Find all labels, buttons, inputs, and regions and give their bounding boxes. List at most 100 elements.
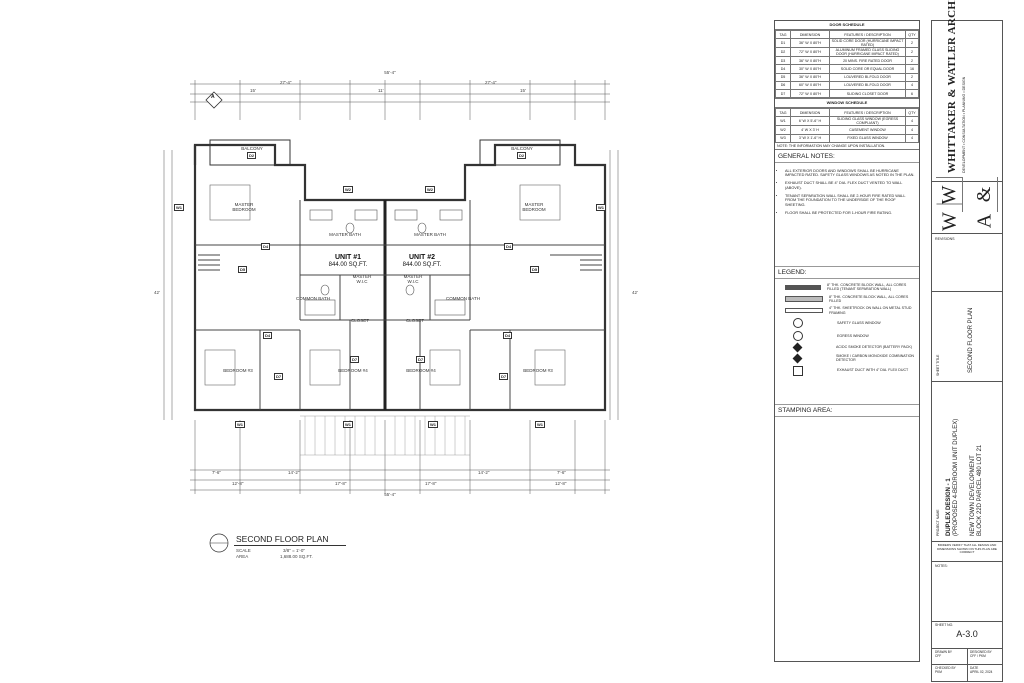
dim-bottom-f: 14'-2"	[478, 470, 490, 475]
cell: SLIDING CLOSET DOOR	[829, 88, 906, 99]
dim-top-b: 11'	[378, 88, 384, 93]
legend-item: EXHAUST DUCT WITH 4" DIA. FLEX DUCT	[785, 365, 915, 376]
general-notes-list: ALL EXTERIOR DOORS AND WINDOWS SHALL BE …	[785, 169, 915, 216]
general-notes-title: GENERAL NOTES:	[775, 150, 919, 163]
furniture	[204, 184, 566, 386]
ws-head-desc: FEATURES / DESCRIPTION	[829, 108, 906, 118]
ds-head-dim: DIMENSION	[790, 29, 830, 40]
list-item: TENANT SEPARATION WALL SHALL BE 2-HOUR F…	[785, 194, 915, 208]
dim-bottom-h: 7'-6"	[557, 470, 566, 475]
cell: D6	[775, 80, 791, 90]
legend-text: 4" THK. SHEETROCK ON WALL ON METAL STUD …	[829, 306, 912, 315]
cell: LOUVERED BI-FOLD DOOR	[829, 72, 906, 82]
designed-by-value: CFF / PKM	[970, 654, 986, 659]
door-schedule-title: DOOR SCHEDULE	[775, 21, 919, 30]
project-subtitle: (PROPOSED 4-BEDROOM UNIT DUPLEX)	[953, 418, 959, 536]
drawn-by-value: CFF	[935, 654, 942, 659]
unit1-area: 844.00 SQ.FT.	[328, 262, 368, 269]
unit2-name: UNIT #2	[408, 254, 436, 261]
cell: 16	[905, 64, 919, 74]
sheet-title: SECOND FLOOR PLAN	[968, 307, 974, 373]
list-item: FLOOR SHALL BE PROTECTED FOR 1-HOUR FIRE…	[785, 211, 915, 216]
wall-swatch-icon	[785, 284, 821, 290]
divider	[932, 541, 1002, 542]
tag-w1-f: W1	[596, 204, 606, 211]
balcony-right-label: BALCONY	[511, 146, 533, 151]
room-master-bath-right: MASTER BATH	[414, 232, 446, 237]
cell: 72" W X 80"H	[790, 47, 830, 58]
tag-d5-left: D5	[238, 266, 248, 273]
tag-w1-e: W1	[174, 204, 184, 211]
cell: 4' W X 3' H	[790, 125, 830, 135]
project-location: NEW TOWN DEVELOPMENT	[970, 455, 976, 536]
dim-bottom-e: 14'-2"	[288, 470, 300, 475]
sheet-number: A-3.0	[956, 629, 978, 639]
ds-head-desc: FEATURES / DESCRIPTION	[829, 29, 906, 40]
notes-panel: DOOR SCHEDULE TAG DIMENSION FEATURES / D…	[774, 20, 920, 662]
dim-bottom-a: 12'-8"	[232, 481, 244, 486]
tag-d2-right: D2	[517, 152, 527, 159]
cell: SLIDING GLASS WINDOW (EGRESS COMPLIANT)	[829, 116, 906, 127]
room-master-wic-left: MASTER W.I.C	[352, 274, 372, 285]
unit2-area: 844.00 SQ.FT.	[402, 262, 442, 269]
legend-text: 8" THK. CONCRETE BLOCK WALL, ALL CORES F…	[829, 294, 909, 303]
dim-bottom-c: 17'-8"	[425, 481, 437, 486]
room-master-bedroom-left: MASTER BEDROOM	[232, 202, 256, 213]
cell: CASEMENT WINDOW	[829, 125, 906, 135]
legend-item: SMOKE / CARBON MONOXIDE COMBINATION DETE…	[785, 353, 915, 364]
room-bedroom3-left: BEDROOM #3	[223, 368, 253, 373]
notes-label: NOTES:	[935, 564, 948, 568]
plan-scale-label: SCALE	[236, 548, 251, 553]
tag-d7-a: D7	[274, 373, 284, 380]
legend-text: AC/DC SMOKE DETECTOR (BATTERY PACK)	[836, 345, 912, 350]
drawn-by-label: DRAWN BY	[935, 650, 953, 654]
dim-top-left: 27'-4"	[280, 80, 292, 85]
tag-d7-c: D7	[350, 356, 360, 363]
revisions-label: REVISIONS	[935, 237, 955, 241]
cell: D3	[775, 56, 791, 66]
project-location-2: BLOCK 22D PARCEL 480 LOT 21	[977, 444, 983, 536]
dim-top-a: 15'	[250, 88, 256, 93]
designed-by-label: DESIGNED BY	[970, 650, 992, 654]
legend-item: EGRESS WINDOW	[785, 330, 915, 341]
ds-head-tag: TAG	[775, 29, 791, 40]
room-master-bedroom-right: MASTER BEDROOM	[522, 202, 546, 213]
cell: 4	[905, 116, 919, 127]
cell: 2	[905, 56, 919, 66]
firm-logo: W & W A	[932, 177, 1002, 239]
divider	[932, 561, 1002, 562]
list-item: EXHAUST DUCT SHALL BE 4" DIA. FLEX DUCT …	[785, 181, 915, 190]
floor-plan-drawing	[163, 80, 619, 494]
cell: D7	[775, 88, 791, 99]
balcony-left-label: BALCONY	[241, 146, 263, 151]
dimension-lines	[163, 80, 619, 494]
cell: 60" W X 80"H	[790, 80, 830, 90]
cell: 36" W X 80"H	[790, 56, 830, 66]
tag-d2-left: D2	[247, 152, 257, 159]
cell: 2	[905, 38, 919, 49]
cell: 36" W X 80"H	[790, 38, 830, 49]
ws-head-tag: TAG	[775, 108, 791, 118]
wall-swatch-icon	[785, 295, 823, 302]
exhaust-duct-icon	[793, 365, 803, 376]
tag-d7-d: D7	[416, 356, 426, 363]
cell: FIXED GLASS WINDOW	[829, 133, 906, 143]
legend-text: SMOKE / CARBON MONOXIDE COMBINATION DETE…	[836, 353, 915, 363]
cell: ALUMINUM FRAMED GLASS SLIDING DOOR (HURR…	[829, 47, 906, 58]
tag-d7-b: D7	[499, 373, 509, 380]
tag-w2-right: W2	[425, 186, 435, 193]
cell: 36" W X 80"H	[790, 72, 830, 82]
plan-title: SECOND FLOOR PLAN	[236, 534, 329, 544]
list-item: ALL EXTERIOR DOORS AND WINDOWS SHALL BE …	[785, 169, 915, 178]
project-name: DUPLEX DESIGN - 1	[946, 478, 952, 536]
title-block: WHITTAKER & WATLER ARCHITECTURE DEVELOPM…	[931, 0, 1003, 682]
overall-dim-right: 42'	[632, 290, 638, 295]
grid-tag-label: A	[211, 94, 215, 100]
plan-area-label: AREA	[236, 554, 249, 559]
grid-tag-a	[205, 91, 223, 109]
egress-window-icon	[793, 330, 803, 341]
